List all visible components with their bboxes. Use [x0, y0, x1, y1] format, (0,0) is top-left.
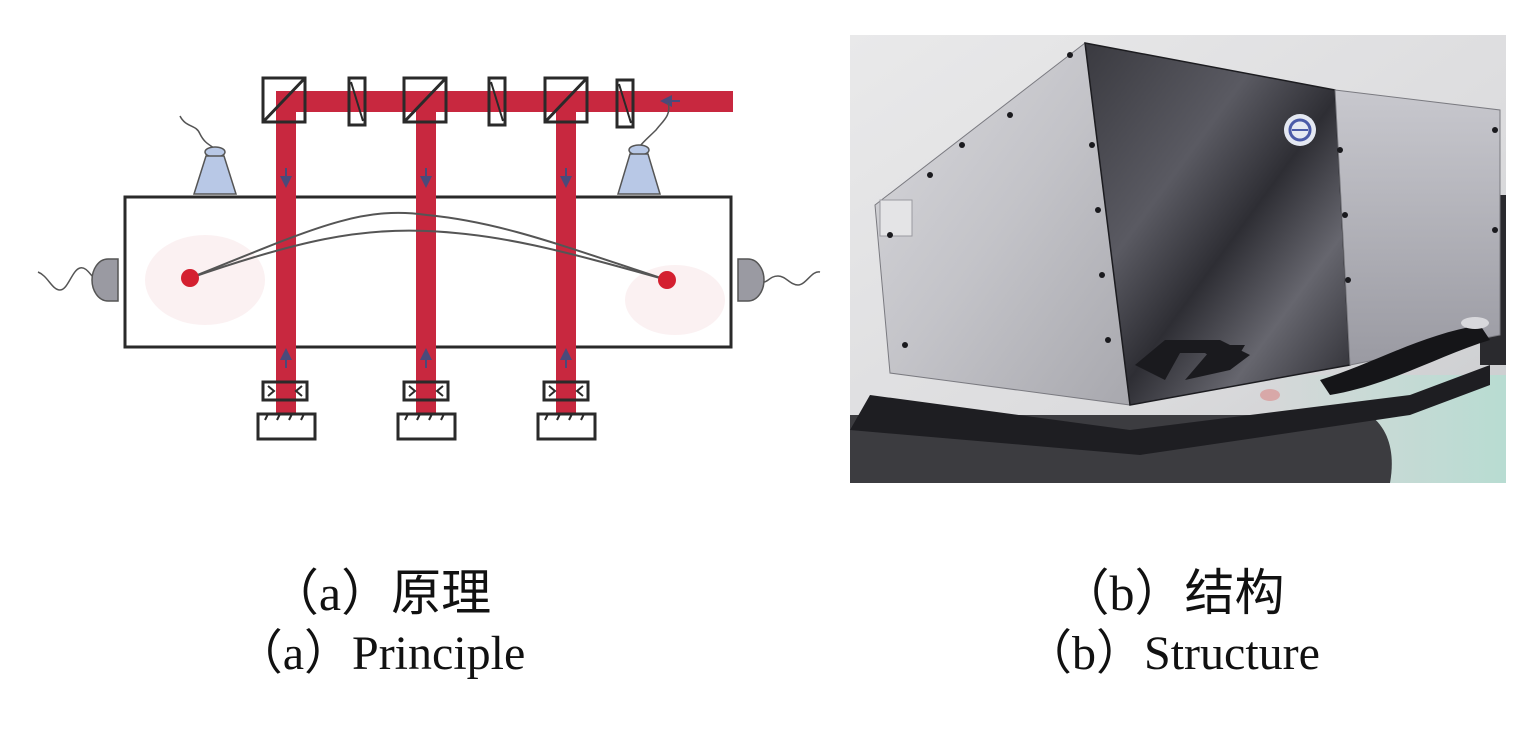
atom-cloud-haze-left: [145, 235, 265, 325]
principle-schematic-svg: [37, 76, 821, 441]
polarizer-2: [487, 76, 507, 127]
trajectory-arc-upper: [189, 211, 668, 281]
enclosure-right-panel: [1334, 89, 1501, 366]
caption-a-english: （a）Principle: [234, 627, 526, 680]
caption-panel-a: （a）原理 （a）Principle: [200, 568, 560, 678]
caption-b-chinese: （b）结构: [1059, 565, 1285, 621]
atom-source-left: [181, 269, 199, 287]
principle-diagram: [0, 0, 840, 520]
beam-splitter-2: [402, 76, 448, 124]
mirror-3: [536, 412, 597, 441]
side-detector-right: [737, 258, 821, 302]
caption-panel-b: （b）结构 （b）Structure: [982, 568, 1362, 678]
enclosure-screws: [887, 52, 1498, 348]
cable-tag: [1260, 389, 1280, 401]
waveplate-1: [261, 380, 309, 402]
instrument-photo-svg: [850, 35, 1506, 483]
structure-photo: [850, 35, 1506, 483]
cable-connector: [1461, 317, 1489, 329]
caption-b-english: （b）Structure: [1024, 627, 1320, 680]
atom-cloud-haze-right: [625, 265, 725, 335]
mirror-2: [396, 412, 457, 441]
atom-source-right: [658, 271, 676, 289]
enclosure-handle-2: [1185, 345, 1245, 380]
caption-a-chinese: （a）原理: [268, 565, 492, 621]
trajectory-arc-lower: [189, 229, 668, 281]
beam-splitter-1: [261, 76, 307, 124]
side-detector-left: [37, 258, 119, 302]
mirror-1: [256, 412, 317, 441]
waveplate-2: [402, 380, 450, 402]
cable-bundle: [1320, 325, 1490, 395]
enclosure-label: [879, 199, 913, 237]
top-detector-left: [179, 115, 238, 195]
polarizer-1: [347, 76, 367, 127]
top-detector-right: [616, 102, 670, 195]
mount-plate: [850, 365, 1490, 455]
institution-logo: [1284, 114, 1316, 146]
waveplate-3: [542, 380, 590, 402]
polarizer-3: [615, 78, 635, 129]
beam-splitter-3: [543, 76, 589, 124]
